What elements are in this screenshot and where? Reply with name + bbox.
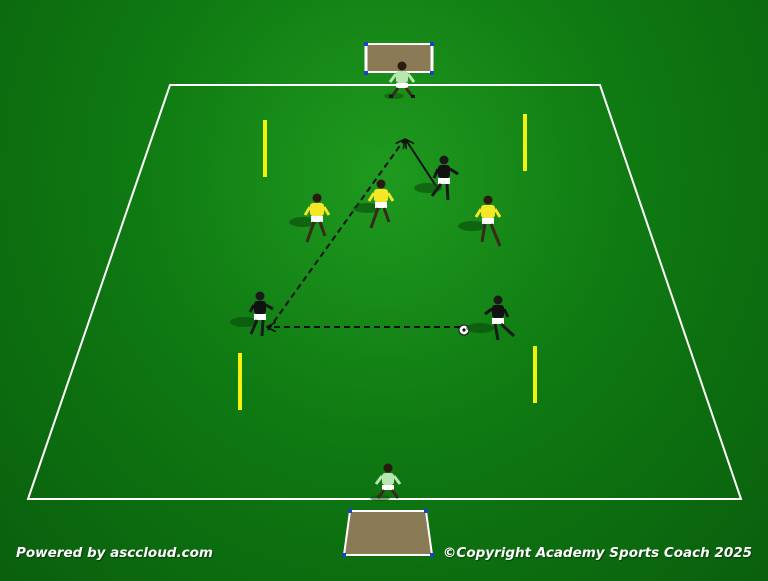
bottom-goal	[342, 509, 434, 557]
player-defender-right	[458, 195, 502, 247]
pitch-boundary	[26, 84, 743, 500]
player-attacker-left	[230, 291, 274, 337]
pass-arrow-diagonal	[267, 140, 404, 331]
copyright-text: ©Copyright Academy Sports Coach 2025	[442, 545, 752, 561]
player-defender-left	[289, 193, 331, 243]
player-attacker-top	[414, 155, 459, 201]
player-goalkeeper-top	[384, 61, 416, 99]
player-attacker-right	[466, 295, 516, 341]
yellow-poles	[238, 114, 537, 410]
player-defender-center	[353, 179, 395, 229]
player-goalkeeper-bottom	[370, 463, 402, 501]
top-goal	[364, 42, 434, 75]
run-arrow	[406, 140, 437, 187]
powered-by-text: Powered by asccloud.com	[16, 545, 213, 561]
